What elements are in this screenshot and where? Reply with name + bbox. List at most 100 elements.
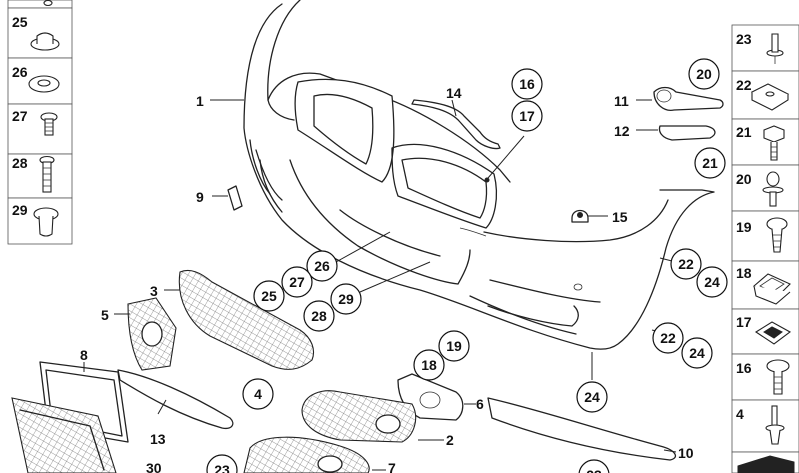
circled-callout-17-top: 17: [511, 100, 543, 132]
seal-strip-icon: [737, 455, 795, 473]
circled-callout-26: 26: [306, 250, 338, 282]
svg-text:28: 28: [311, 308, 327, 324]
right-cell-3: [731, 118, 799, 166]
lower-grille-part: [243, 436, 386, 473]
svg-text:17: 17: [519, 108, 535, 124]
svg-text:16: 16: [519, 76, 535, 92]
circled-callout-4: 4: [242, 378, 274, 410]
right-cell-label-8: 16: [736, 360, 752, 376]
circled-callout-24-bottom: 24: [576, 381, 608, 413]
circled-callout-16-top: 16: [511, 68, 543, 100]
left-cell-label-4: 28: [12, 155, 28, 171]
callout-30: 30: [146, 460, 162, 473]
callout-10: 10: [678, 445, 694, 461]
left-cell-label-3: 27: [12, 108, 28, 124]
square-nut-icon: [754, 321, 792, 345]
push-rivet-icon: [766, 33, 784, 64]
right-cell-label-3: 21: [736, 124, 752, 140]
circled-callout-23-right: 23: [578, 459, 610, 473]
callout-3: 3: [150, 283, 158, 299]
right-cell-8: [731, 353, 799, 401]
small-cap-part: [227, 185, 243, 211]
circled-callout-22-lower: 22: [652, 322, 684, 354]
right-cell-label-6: 18: [736, 265, 752, 281]
svg-text:21: 21: [702, 155, 718, 171]
circled-callout-21-bracket: 21: [694, 147, 726, 179]
fastener-point: [484, 177, 490, 183]
circled-callout-19: 19: [438, 330, 470, 362]
expanding-rivet-icon: [765, 405, 785, 445]
sleeve-nut-icon: [33, 207, 59, 237]
svg-text:23: 23: [586, 467, 602, 473]
callout-5: 5: [101, 307, 109, 323]
svg-text:25: 25: [261, 288, 277, 304]
left-cell-3: [7, 103, 73, 155]
right-cell-label-9: 4: [736, 406, 744, 422]
bumper-fastener-part: [571, 209, 608, 223]
left-cell-label-5: 29: [12, 202, 28, 218]
callout-12: 12: [614, 123, 630, 139]
svg-text:29: 29: [338, 291, 354, 307]
short-screw-icon: [40, 112, 58, 136]
right-parts-column: 23 22 21 20 19 18 17 16 4: [731, 24, 799, 473]
circled-callout-18: 18: [413, 349, 445, 381]
upper-bracket-part: [636, 86, 724, 111]
trim-strip-part: [411, 99, 501, 150]
fog-cover-left-part: [114, 297, 177, 371]
circled-callout-28: 28: [303, 300, 335, 332]
grommet-icon: [43, 0, 53, 7]
circled-callout-27: 27: [281, 266, 313, 298]
callout-11: 11: [614, 93, 629, 109]
lower-strip-part: [117, 369, 234, 430]
callout-14: 14: [446, 85, 462, 101]
callout-9: 9: [196, 189, 204, 205]
plate-bracket-part: [11, 397, 117, 473]
center-grille-part: [164, 269, 315, 370]
long-screw-icon: [39, 155, 55, 193]
callout-13: 13: [150, 431, 166, 447]
self-tapping-screw-icon: [766, 217, 788, 253]
callout-1: 1: [196, 93, 204, 109]
callout-15: 15: [612, 209, 628, 225]
svg-text:20: 20: [696, 66, 712, 82]
lower-spoiler-strip-part: [487, 397, 677, 461]
circled-callout-29: 29: [330, 283, 362, 315]
ring-icon: [28, 75, 60, 93]
circled-callout-23-left: 23: [206, 454, 238, 473]
circled-callouts: 16 17 20 21 26 27 29 25: [206, 58, 728, 473]
cap-icon: [30, 32, 60, 51]
right-cell-1: [731, 24, 799, 72]
fog-grille-lower-part: [301, 390, 444, 443]
callout-2: 2: [446, 432, 454, 448]
svg-text:24: 24: [584, 389, 600, 405]
hex-screw-icon: [763, 125, 785, 161]
svg-text:4: 4: [254, 386, 262, 402]
svg-text:22: 22: [678, 256, 694, 272]
svg-text:18: 18: [421, 357, 437, 373]
spring-clip-icon: [753, 273, 791, 305]
stud-icon: [762, 171, 784, 207]
callout-7: 7: [388, 460, 396, 473]
bumper-cover: [210, 0, 715, 380]
right-cell-label-1: 23: [736, 31, 752, 47]
leader-16-17: [487, 135, 525, 179]
clip-nut-icon: [750, 83, 790, 111]
circled-callout-25: 25: [253, 280, 285, 312]
right-cell-label-7: 17: [736, 314, 752, 330]
svg-text:24: 24: [689, 345, 705, 361]
svg-text:24: 24: [704, 274, 720, 290]
right-cell-label-4: 20: [736, 171, 752, 187]
svg-text:23: 23: [214, 462, 230, 473]
right-cell-5: [731, 210, 799, 262]
svg-text:19: 19: [446, 338, 462, 354]
svg-text:26: 26: [314, 258, 330, 274]
circled-callout-22-upper: 22: [670, 248, 702, 280]
left-cell-label-2: 26: [12, 64, 28, 80]
circled-callout-24-upper: 24: [696, 266, 728, 298]
plain-callouts: 1 14 11 12 9 15 3 5 8 13 30 6 2 7 10: [80, 85, 694, 473]
circled-callout-24-lower: 24: [681, 337, 713, 369]
left-cell-label-1: 25: [12, 14, 28, 30]
left-parts-column: 25 26 27 28 29: [7, 0, 73, 245]
right-cell-label-5: 19: [736, 219, 752, 235]
